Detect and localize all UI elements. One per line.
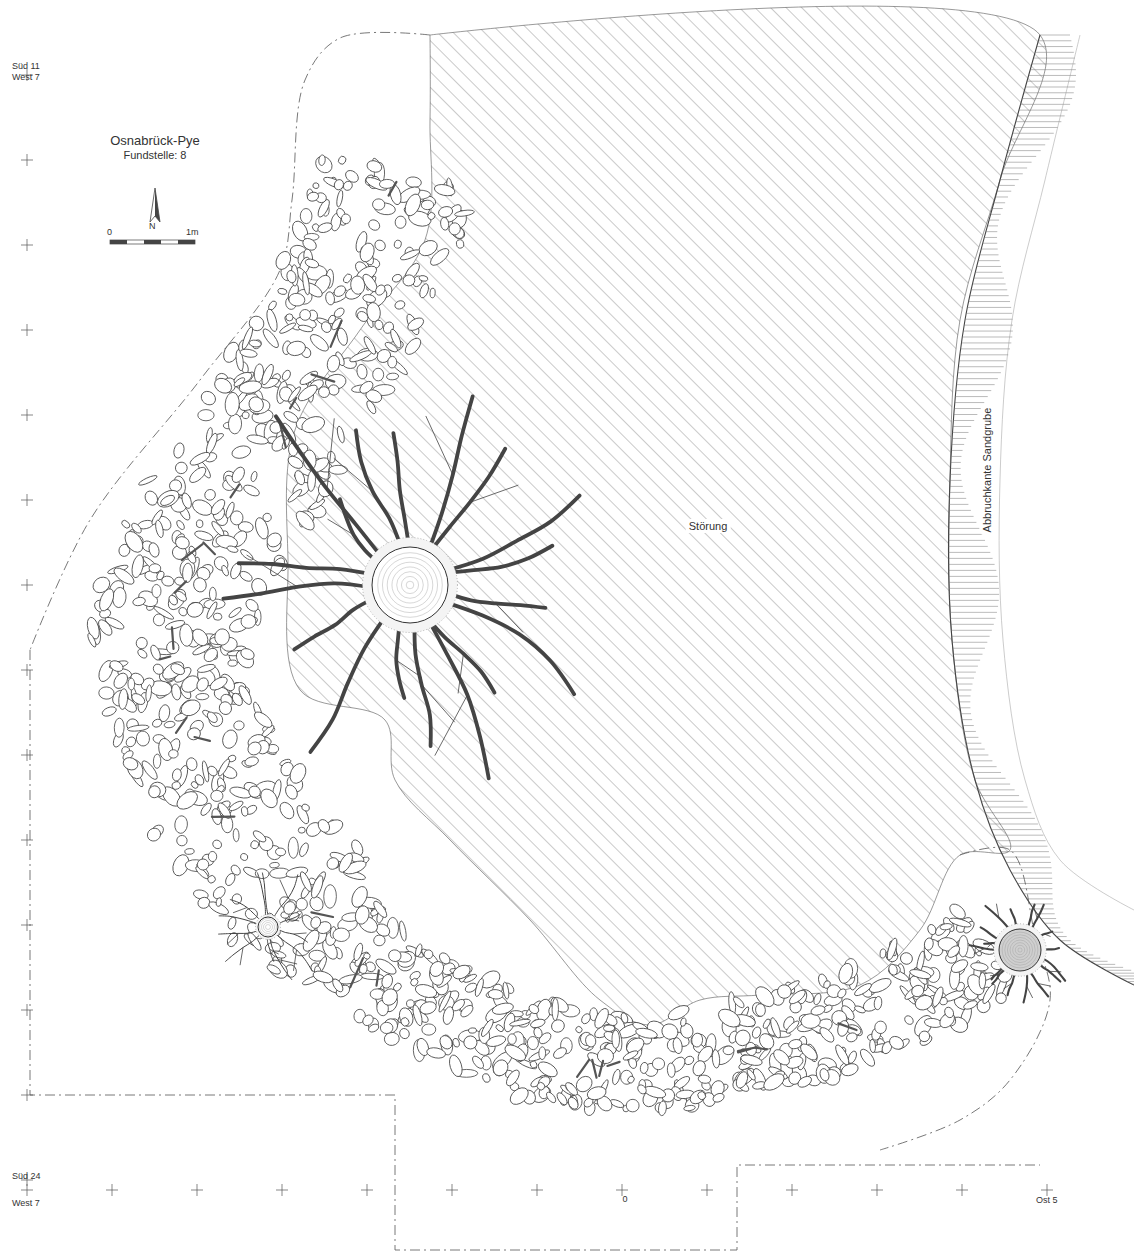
- plan-label: 0: [622, 1195, 627, 1205]
- scale-bar: [110, 240, 195, 244]
- plan-label: 0: [107, 228, 112, 238]
- plan-label: Ost 5: [1036, 1196, 1058, 1206]
- stone-pavement: [85, 153, 1014, 1116]
- excavation-boundary: [30, 650, 1040, 1250]
- plan-label: Süd 11: [12, 62, 40, 72]
- slope-top: [999, 35, 1134, 910]
- disturbance-area: [286, 6, 1046, 1025]
- plan-label: N: [149, 222, 156, 232]
- tree-stump: [219, 873, 313, 980]
- site-title: Osnabrück-Pye: [110, 134, 200, 148]
- plan-label: Störung: [686, 519, 731, 533]
- slope-hachures: [948, 35, 1134, 984]
- north-arrow: [150, 188, 160, 222]
- excavation-boundary: [30, 32, 430, 650]
- grid-crosses: [21, 69, 1053, 1196]
- tree-stump: [970, 904, 1066, 1003]
- sandpit-edge: [948, 35, 1134, 985]
- plan-label: Abbruchkante Sandgrube: [981, 406, 993, 535]
- plan-label: West 7: [12, 1199, 40, 1209]
- plan-label: 1m: [186, 228, 199, 238]
- plan-label: Fundstelle: 8: [124, 149, 187, 161]
- plan-label: Süd 24: [12, 1172, 41, 1182]
- plan-label: West 7: [12, 73, 40, 83]
- excavation-boundary: [880, 847, 1050, 1150]
- tree-stump: [223, 396, 579, 778]
